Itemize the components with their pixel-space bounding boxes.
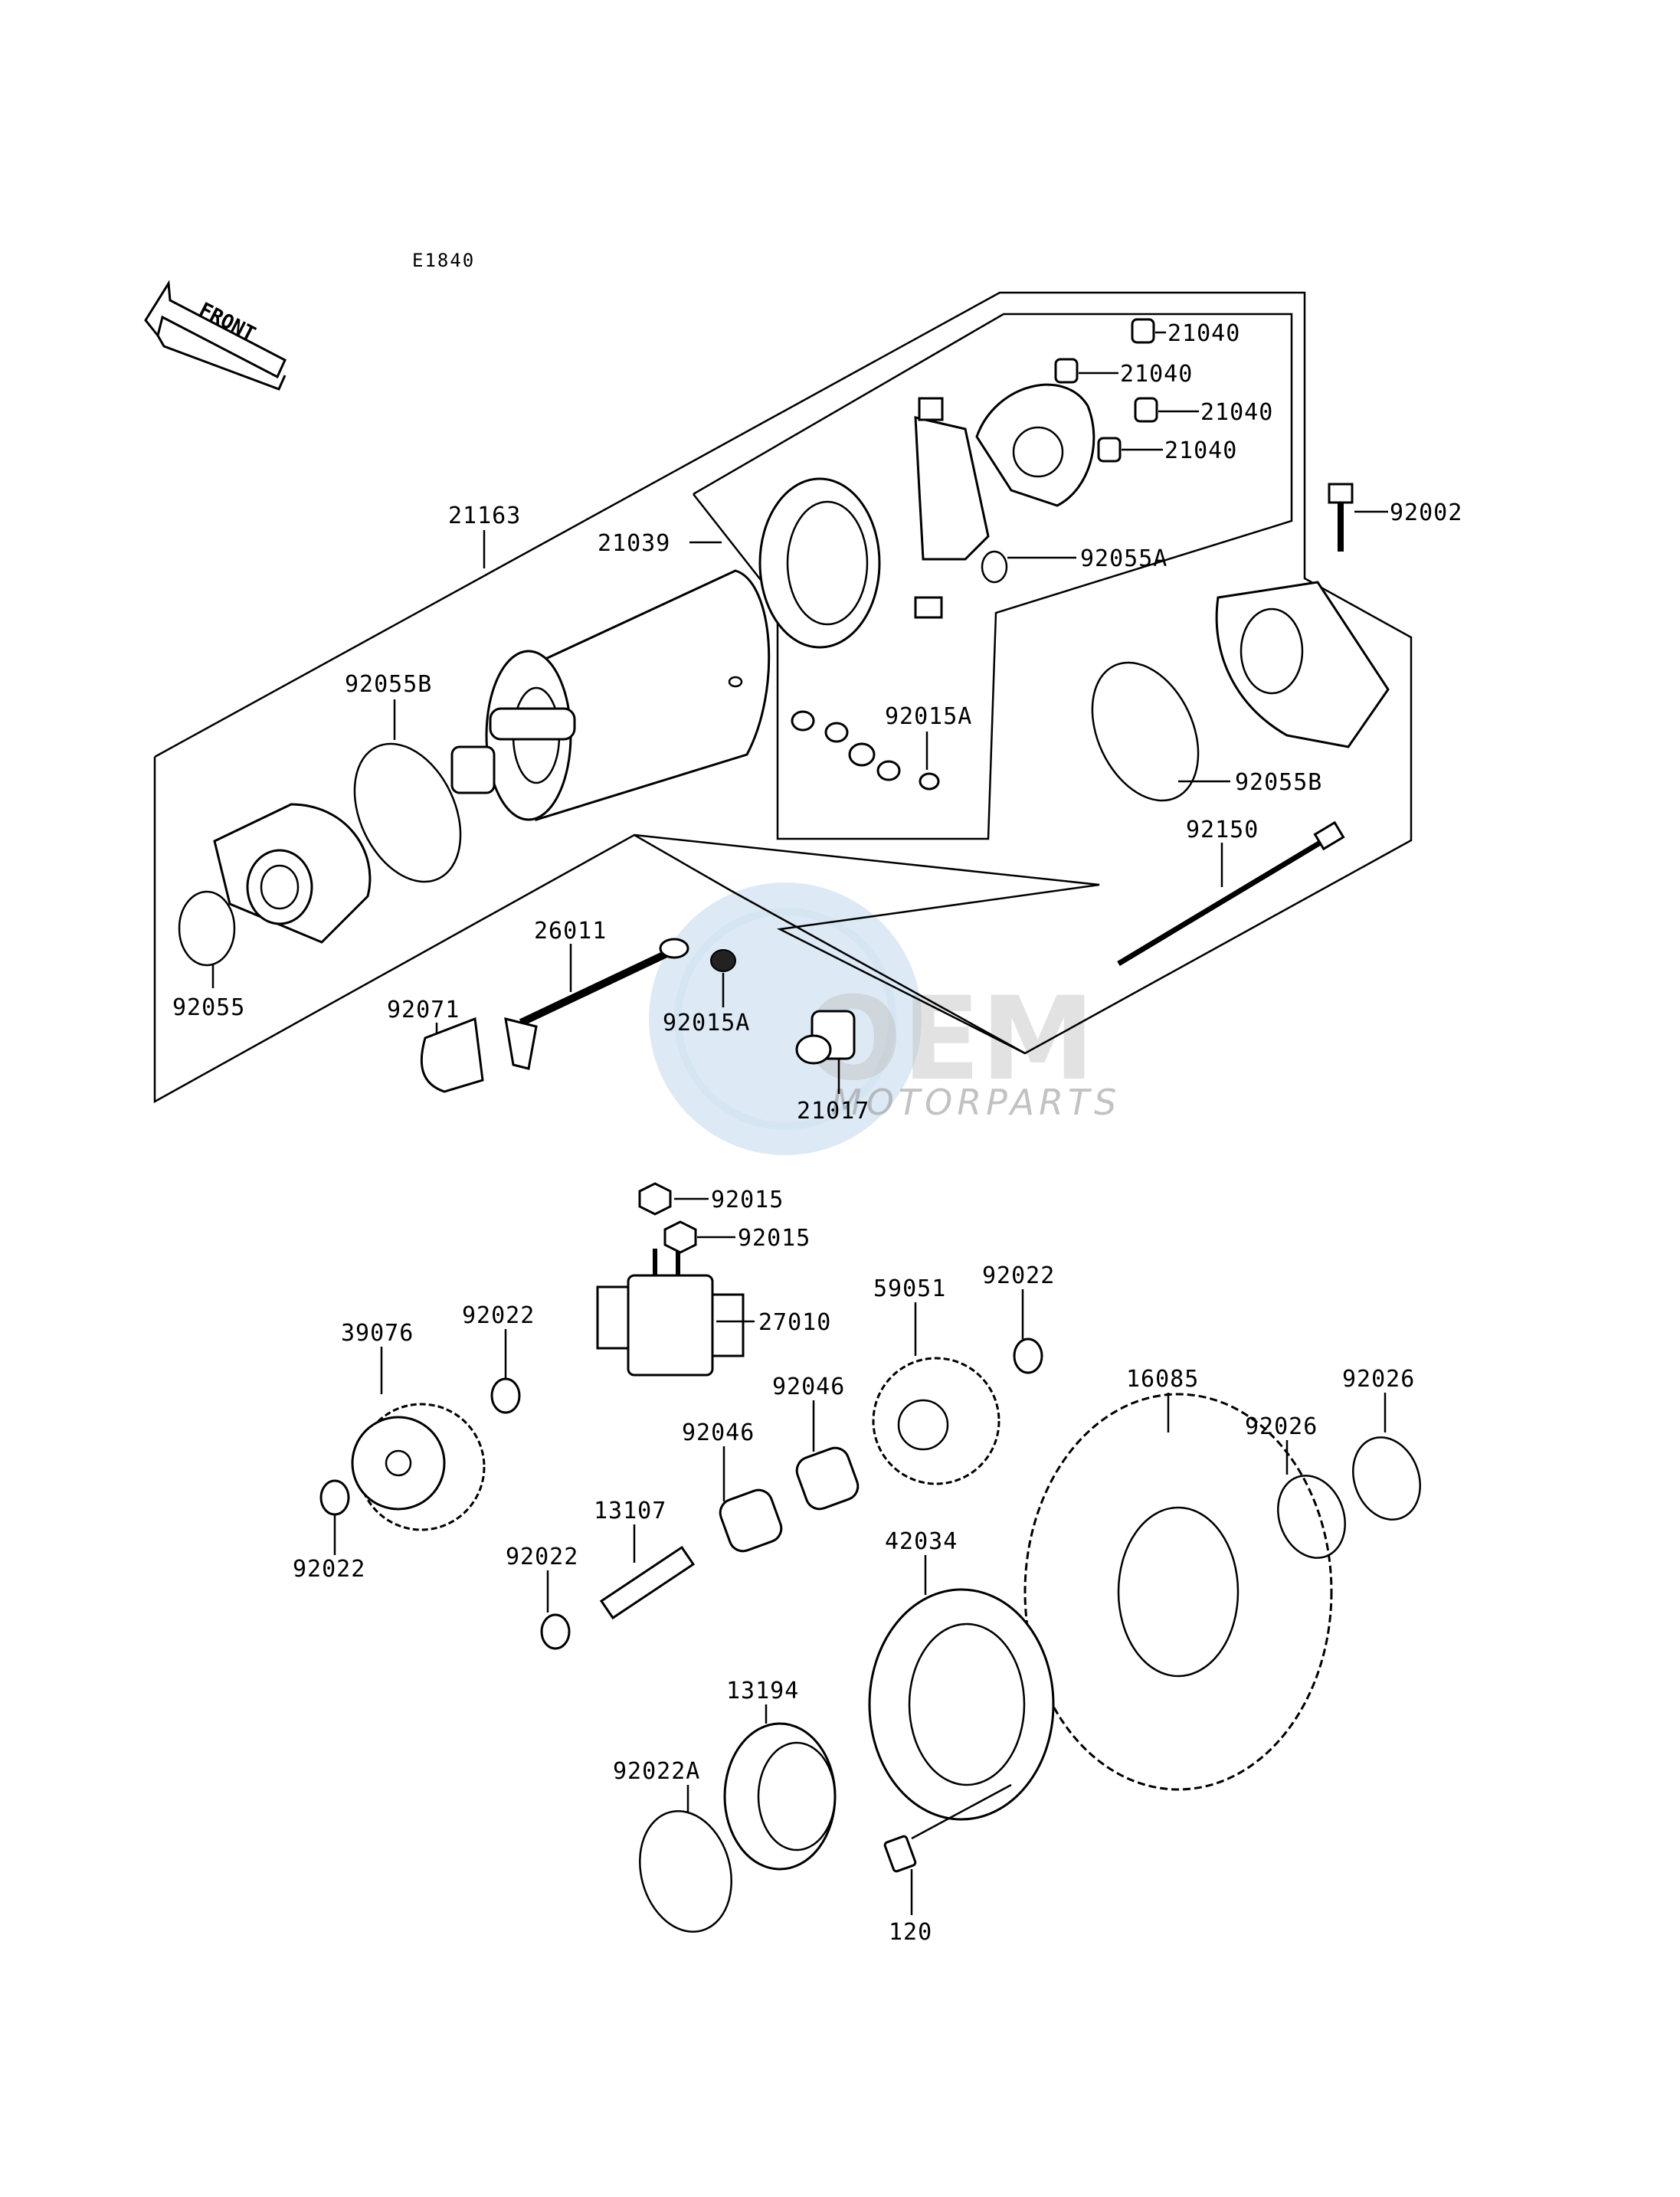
gear-59051 [872, 1357, 1000, 1485]
bearing-92046-lower [719, 1488, 783, 1553]
nut-92015A-bottom [710, 949, 736, 972]
assembly-frame-lower [634, 833, 1100, 1055]
o-ring-92055 [178, 890, 236, 967]
callout-39076: 39076 [341, 1320, 414, 1347]
callout-92022-mid: 92022 [506, 1544, 578, 1570]
callout-59051: 59051 [873, 1275, 946, 1302]
callout-120: 120 [889, 1919, 932, 1946]
callout-92046-lower: 92046 [682, 1419, 755, 1446]
callout-42034: 42034 [885, 1528, 958, 1555]
callout-21040-d: 21040 [1164, 437, 1237, 464]
starter-motor-body [450, 569, 771, 821]
callout-92015A-top: 92015A [885, 703, 972, 730]
callout-92055: 92055 [172, 994, 245, 1021]
terminal-21017 [795, 1010, 856, 1065]
callout-21040-b: 21040 [1120, 361, 1193, 388]
callout-13107: 13107 [594, 1498, 666, 1524]
washer-92022-left [319, 1479, 350, 1516]
brush-holder-21039 [758, 477, 881, 649]
callout-92015A-bottom: 92015A [663, 1010, 750, 1036]
brush-21040-group [1054, 318, 1158, 463]
washer-92022A [639, 1810, 732, 1933]
callout-21040-c: 21040 [1200, 399, 1273, 426]
one-way-clutch-13194 [723, 1722, 837, 1871]
nut-92015-a [638, 1182, 672, 1216]
assembly-frame-21039 [693, 313, 1293, 840]
starter-relay-27010 [596, 1249, 745, 1377]
callout-13194: 13194 [726, 1678, 799, 1704]
boot-92071 [420, 1017, 484, 1093]
gear-39076 [351, 1403, 486, 1531]
callout-92015-a: 92015 [711, 1187, 784, 1213]
callout-92026-left: 92026 [1245, 1413, 1318, 1440]
nut-92015-b [663, 1220, 697, 1254]
bearing-92046-upper [795, 1446, 860, 1511]
callout-92150: 92150 [1186, 817, 1259, 843]
callout-92022-top-left: 92022 [462, 1302, 535, 1329]
callout-16085: 16085 [1126, 1366, 1199, 1393]
shaft-13107 [599, 1545, 696, 1620]
front-direction-arrow: FRONT [144, 280, 287, 391]
washer-92022-mid [540, 1613, 571, 1650]
o-ring-92055B-right [1091, 661, 1200, 802]
callout-21040-a: 21040 [1167, 320, 1240, 347]
washer-92022-right [1013, 1338, 1043, 1374]
o-ring-92055B-left [353, 742, 462, 883]
brush-plate [914, 383, 1095, 619]
callout-21039: 21039 [598, 530, 670, 557]
callout-27010: 27010 [758, 1309, 831, 1336]
end-cover [1215, 581, 1390, 748]
callout-21017: 21017 [797, 1098, 869, 1125]
through-bolt-92150 [1117, 820, 1345, 967]
callout-92022A: 92022A [613, 1758, 700, 1785]
bolt-92002 [1328, 483, 1354, 552]
callout-92055A: 92055A [1080, 545, 1167, 572]
watermark-subtitle: MOTORPARTS [831, 1082, 1121, 1123]
ring-92026-left [1277, 1475, 1346, 1559]
diagram-code: E1840 [412, 250, 475, 271]
callout-92015-b: 92015 [738, 1225, 811, 1252]
o-ring-92055A [981, 550, 1008, 584]
washer-stack [791, 710, 940, 791]
bolt-120 [883, 1835, 917, 1873]
callout-92071: 92071 [387, 997, 460, 1023]
starter-gear-16085 [1023, 1393, 1333, 1791]
clutch-housing-42034 [868, 1588, 1055, 1821]
washer-92022-top-left [490, 1377, 521, 1414]
callout-92055B-right: 92055B [1235, 769, 1322, 796]
lead-26011 [504, 938, 689, 1070]
callout-92046-upper: 92046 [772, 1374, 845, 1400]
front-cover [213, 803, 372, 944]
leader-lines [211, 331, 1388, 1915]
callout-92022-left-bottom: 92022 [293, 1556, 365, 1583]
callout-26011: 26011 [534, 918, 607, 945]
callout-92022-top-right: 92022 [982, 1262, 1055, 1289]
assembly-frame-21163 [153, 291, 1413, 1104]
callout-92026-right: 92026 [1342, 1366, 1415, 1393]
callout-92055B-left: 92055B [345, 671, 432, 698]
callout-92002: 92002 [1390, 499, 1462, 526]
callout-21163: 21163 [448, 503, 521, 529]
watermark: OEM MOTORPARTS [649, 882, 1121, 1155]
ring-92026-right [1352, 1436, 1421, 1521]
